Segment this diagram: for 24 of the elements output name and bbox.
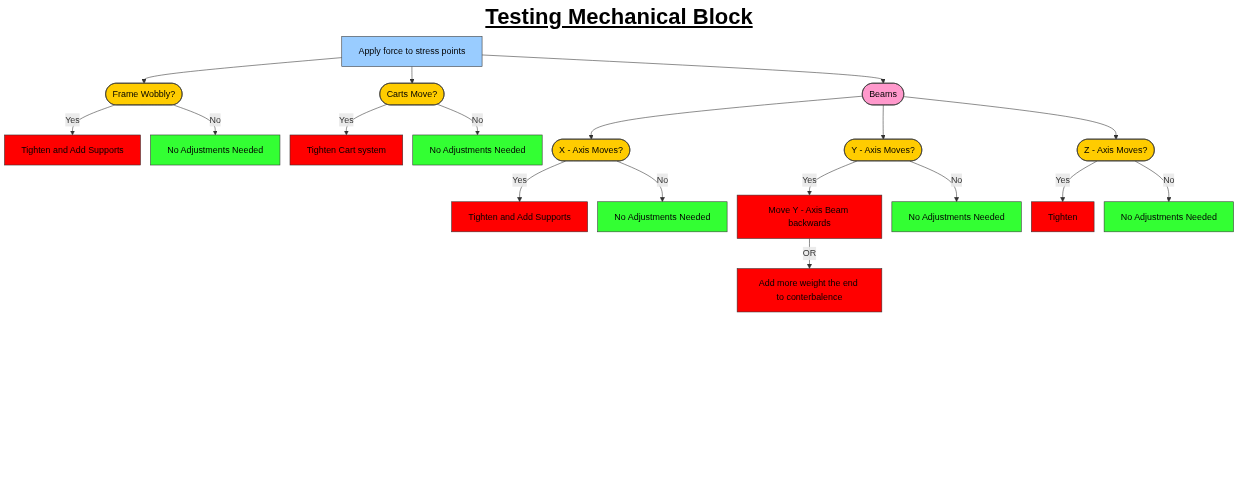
edge-label: No <box>471 114 484 125</box>
edge-label: Yes <box>512 175 527 185</box>
node-box: No Adjustments Needed <box>412 134 543 166</box>
node-box: Tighten and Add Supports <box>4 134 141 166</box>
edge-label: No <box>1163 175 1175 185</box>
node-box: No Adjustments Needed <box>597 201 728 233</box>
edge-label: Yes <box>65 114 80 125</box>
node-box: No Adjustments Needed <box>891 201 1022 233</box>
edge-label: Yes <box>339 114 354 125</box>
node-box: Tighten <box>1031 201 1095 233</box>
node-box: No Adjustments Needed <box>150 134 281 166</box>
node-box: Move Y - Axis Beam backwards <box>736 194 883 239</box>
node-box: No Adjustments Needed <box>1103 201 1234 233</box>
edge-label: No <box>950 175 963 185</box>
node-box: Tighten and Add Supports <box>451 201 588 233</box>
edge-label: OR <box>802 248 817 258</box>
diagram-title: Testing Mechanical Block <box>484 4 754 30</box>
edge-label: Yes <box>1055 175 1070 185</box>
edge-label: No <box>656 175 669 185</box>
node-box: Tighten Cart system <box>289 134 403 166</box>
node-box: Add more weight the end to conterbalence <box>736 268 883 313</box>
edge-label: No <box>209 114 221 125</box>
node-box: Apply force to stress points <box>341 36 483 67</box>
edge-label: Yes <box>802 175 817 185</box>
